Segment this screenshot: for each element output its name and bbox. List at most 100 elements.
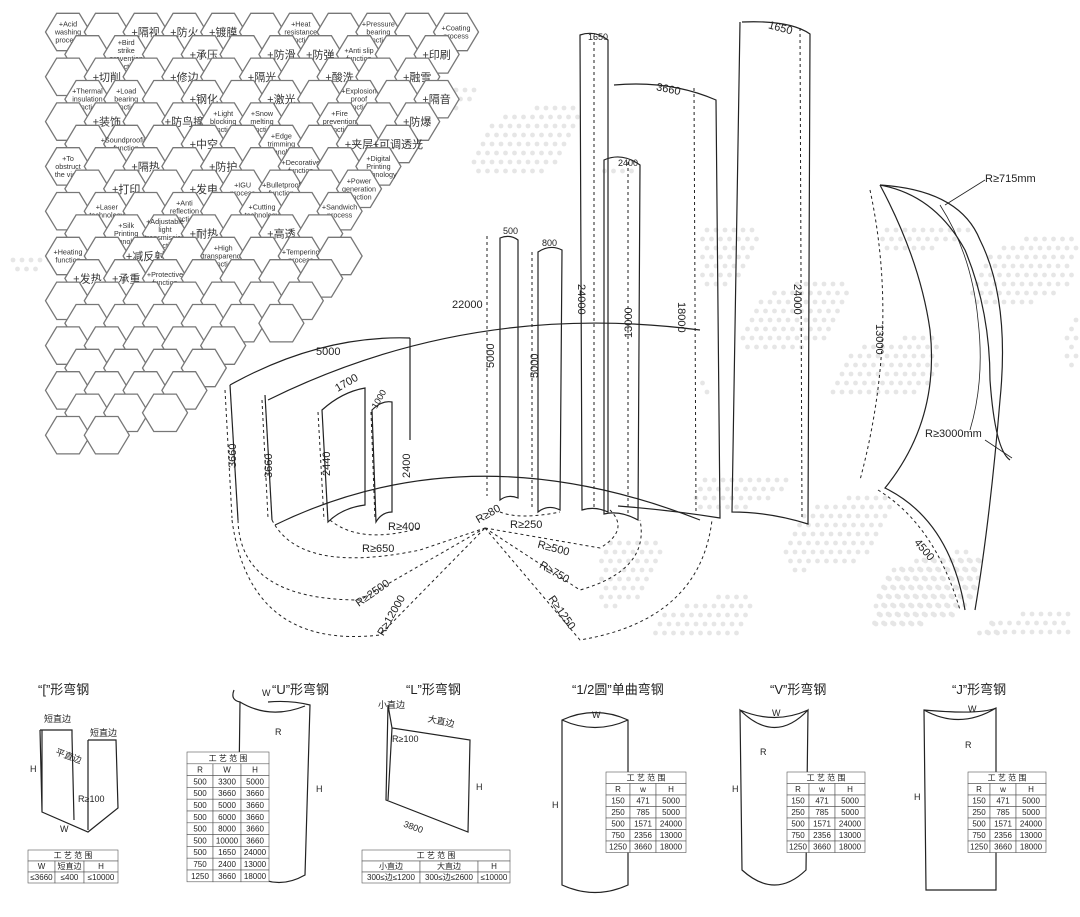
bg-dot: [902, 227, 908, 233]
bg-dot: [860, 522, 865, 528]
bg-dot: [826, 290, 831, 296]
bg-dot: [612, 585, 618, 591]
bg-dot: [1010, 245, 1016, 251]
bg-dot: [830, 281, 836, 287]
table-header: R: [615, 785, 621, 794]
table-header: W: [223, 766, 231, 775]
bg-dot: [543, 123, 549, 129]
bg-dot: [828, 513, 834, 519]
table-value: 2356: [634, 831, 652, 840]
bg-dot: [930, 611, 936, 617]
bg-dot: [476, 150, 481, 156]
bg-dot: [709, 254, 714, 260]
bg-dot: [1011, 629, 1017, 635]
bg-dot: [984, 629, 990, 635]
bg-dot: [603, 567, 609, 573]
bg-dot: [740, 245, 746, 251]
bg-dot: [1028, 299, 1034, 305]
bg-dot: [716, 630, 721, 636]
bg-dot: [862, 344, 867, 350]
bg-dot: [727, 254, 732, 260]
bg-dot: [939, 611, 945, 617]
bg-dot: [1015, 290, 1020, 296]
bg-dot: [898, 380, 903, 386]
bg-dot: [716, 612, 721, 618]
bg-dot: [781, 326, 786, 332]
bg-dot: [480, 159, 486, 165]
bg-dot: [711, 621, 717, 627]
c-label-w: W: [60, 824, 69, 834]
bg-dot: [612, 567, 618, 573]
bg-dot: [912, 575, 918, 581]
bg-dot: [839, 299, 845, 305]
bg-dot: [707, 504, 712, 510]
table-value: 750: [791, 831, 805, 840]
table-header: H: [252, 766, 258, 775]
bg-dot: [815, 540, 820, 546]
bg-dot: [944, 566, 949, 572]
bg-dot: [24, 266, 29, 272]
l-label-r100: R≥100: [392, 734, 418, 744]
bg-dot: [752, 486, 757, 492]
bg-dot: [743, 594, 748, 600]
v-shape-title: “V”形弯钢: [770, 682, 826, 697]
bg-dot: [899, 584, 904, 590]
bg-dot: [948, 611, 954, 617]
bg-dot: [810, 549, 816, 555]
bg-dot: [819, 531, 825, 537]
bg-dot: [552, 141, 558, 147]
table-header: R: [795, 785, 801, 794]
bg-dot: [962, 566, 967, 572]
bg-dot: [653, 540, 658, 546]
bg-dot: [812, 281, 818, 287]
dim-r750: R≥750: [537, 559, 571, 586]
bg-dot: [630, 549, 636, 555]
bg-dot: [774, 477, 780, 483]
radius-arc-r1250: [484, 519, 713, 641]
bg-dot: [902, 335, 908, 341]
c-label-short-left: 短直边: [44, 713, 71, 724]
hex-label: +承压: [190, 48, 218, 61]
bg-dot: [734, 612, 739, 618]
bg-dot: [873, 603, 879, 609]
bg-dot: [776, 335, 782, 341]
table-value: 500: [193, 801, 207, 810]
panel-1700: [321, 387, 366, 524]
table-value: 785: [636, 808, 650, 817]
bg-dot: [848, 389, 854, 395]
dim-1000: 1000: [370, 388, 389, 410]
bg-dot: [1069, 236, 1074, 242]
bg-dot: [1051, 272, 1056, 278]
bg-dot: [884, 371, 890, 377]
j-label-h: H: [914, 792, 921, 802]
bg-dot: [1010, 281, 1016, 287]
table-value: 10000: [216, 836, 239, 845]
bg-dot: [1055, 281, 1061, 287]
bg-dot: [988, 290, 993, 296]
bg-dot: [548, 150, 553, 156]
panel-800: [537, 246, 563, 514]
bg-dot: [530, 114, 535, 120]
bg-dot: [512, 150, 517, 156]
twisted-height-line: [859, 189, 884, 481]
dim-5000-a: 5000: [485, 344, 497, 368]
bg-dot: [821, 299, 827, 305]
bg-dot: [1020, 611, 1026, 617]
bg-dot: [1001, 245, 1007, 251]
bg-dot: [534, 159, 540, 165]
bg-dot: [1073, 335, 1079, 341]
bg-dot: [467, 96, 472, 102]
dim-3660: 3660: [655, 81, 681, 98]
bg-dot: [819, 513, 825, 519]
bg-dot: [884, 389, 890, 395]
bg-dot: [516, 123, 522, 129]
bg-dot: [794, 299, 800, 305]
table-header: W: [38, 862, 46, 871]
bg-dot: [543, 141, 549, 147]
l-shape-title: “L”形弯钢: [406, 682, 461, 697]
hex-label: +隔热: [131, 160, 159, 173]
